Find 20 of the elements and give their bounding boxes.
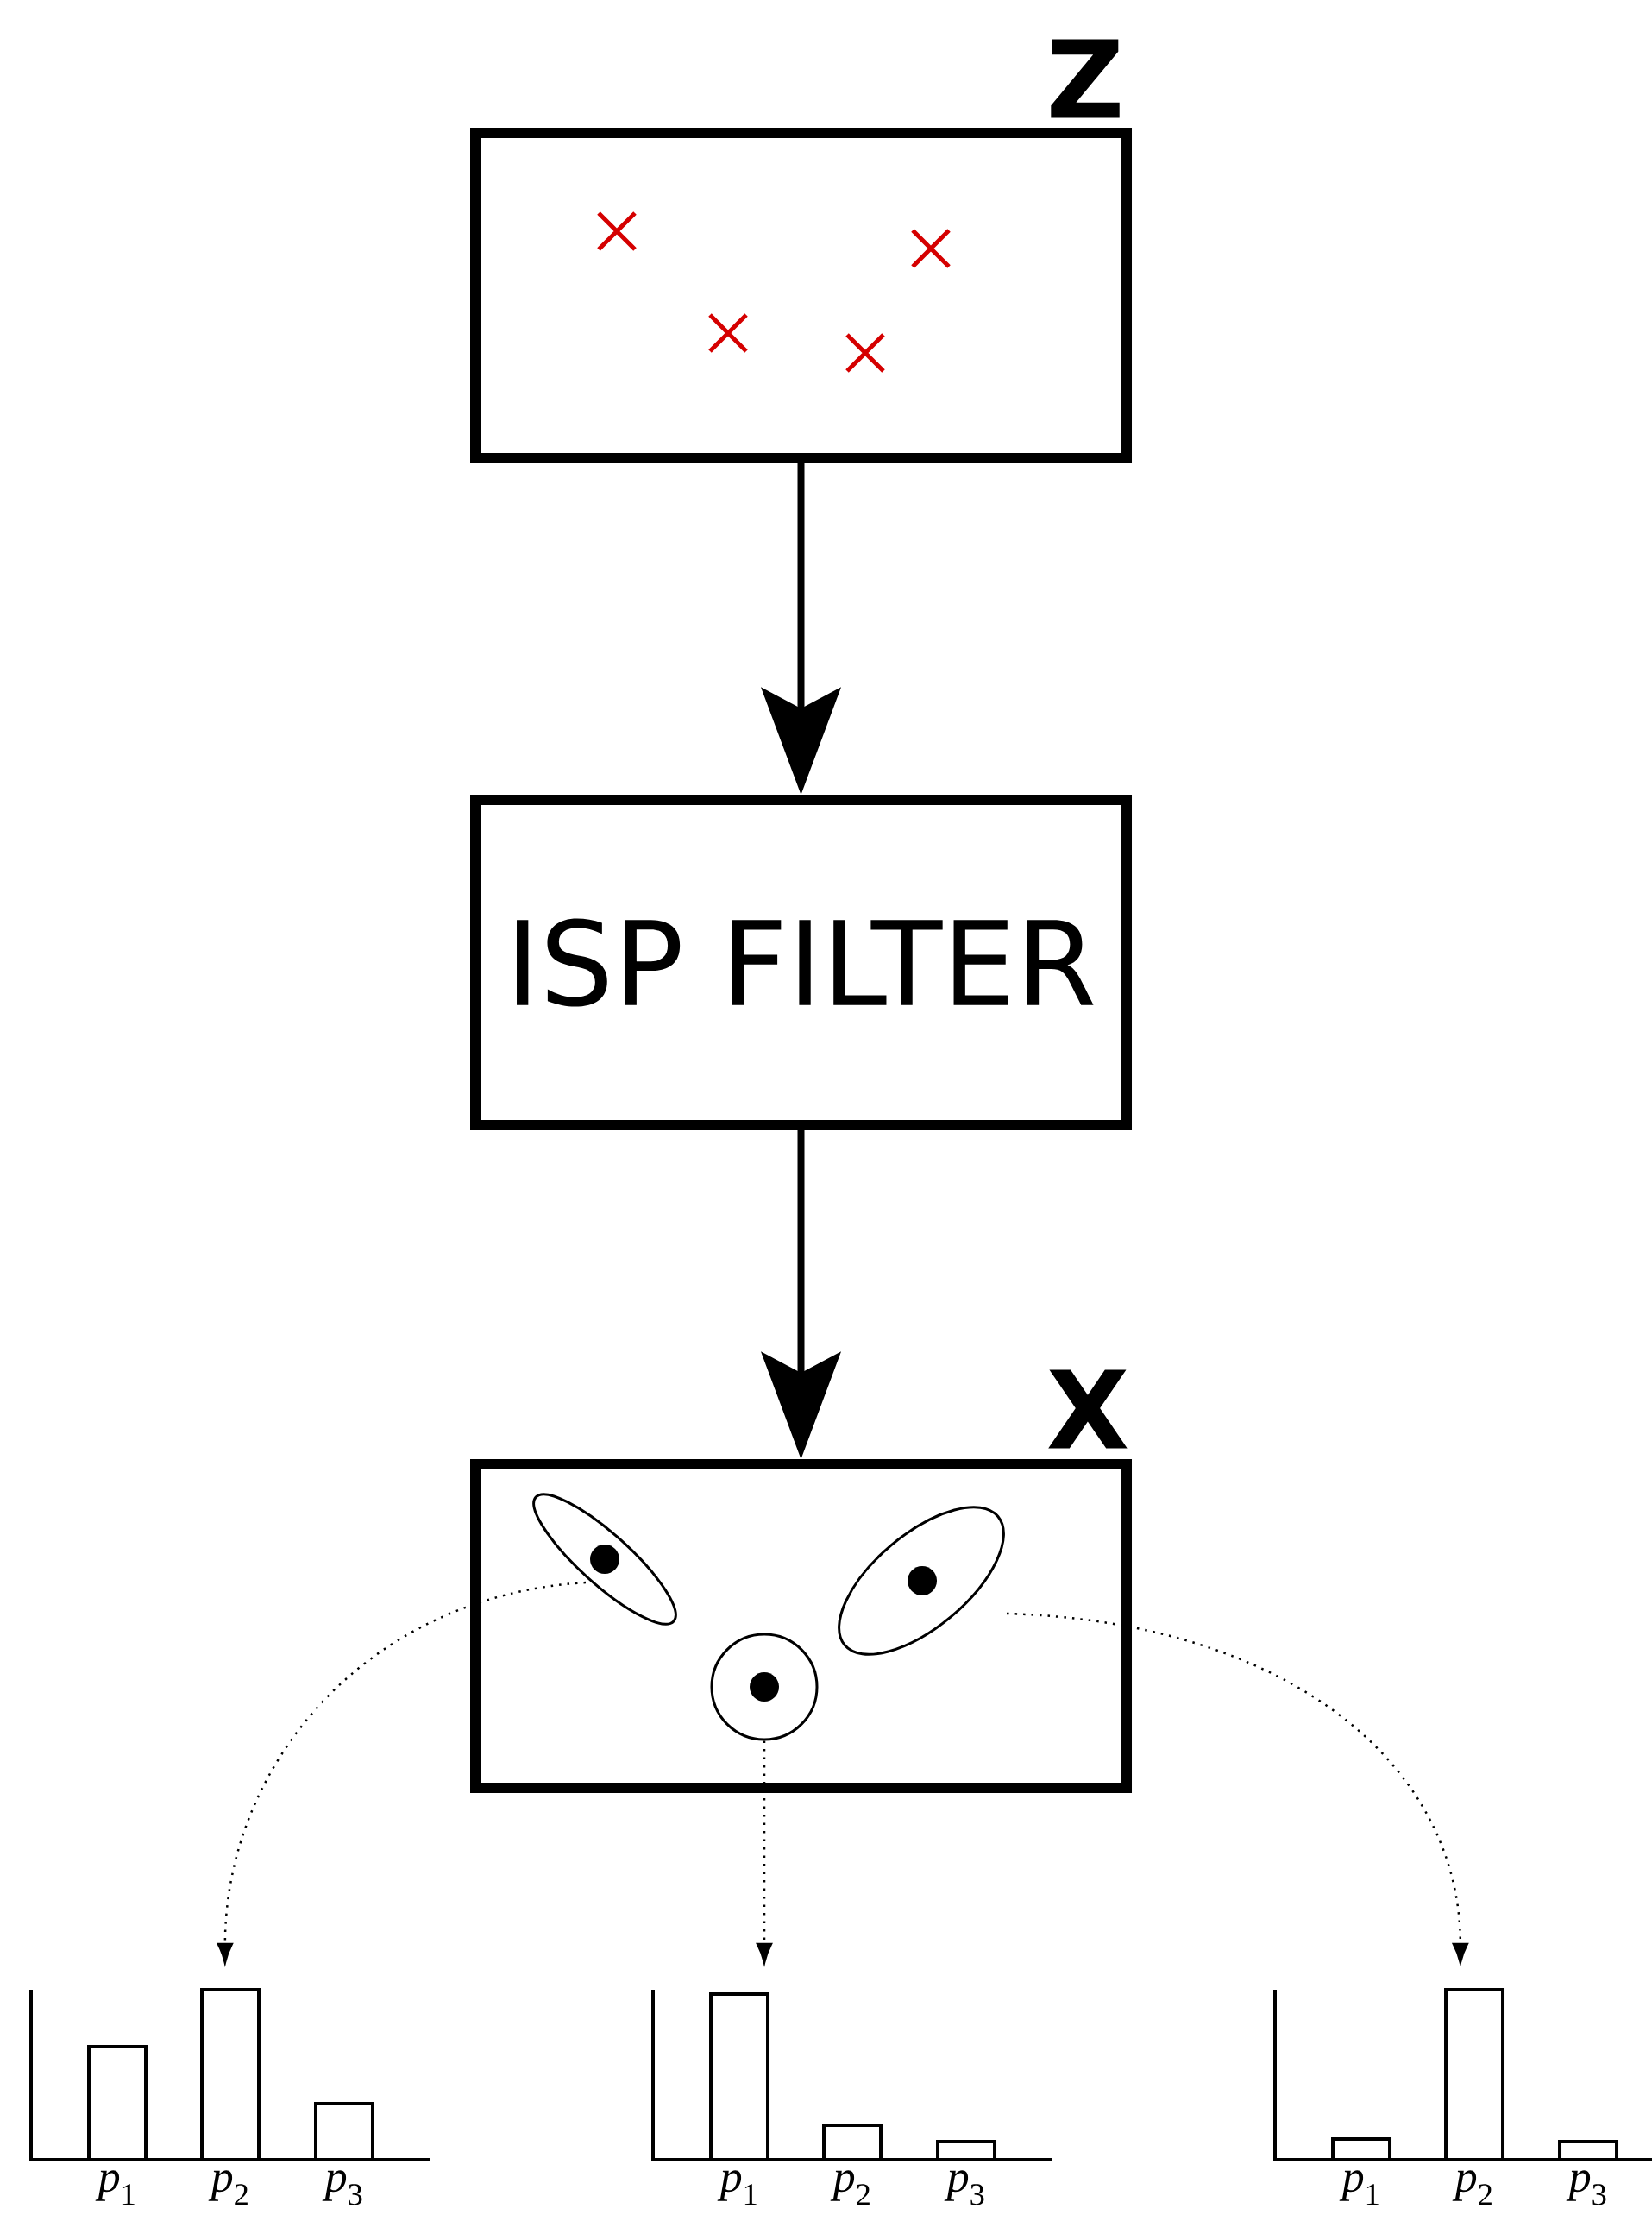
- node-label: p$_{3}$: [1566, 2170, 1606, 2205]
- ellipse-with-dot: [838, 1506, 1005, 1656]
- node-label: p$_{2}$: [1452, 2170, 1492, 2205]
- node-label: p$_{1}$: [1339, 2170, 1379, 2205]
- node-label: p$_{3}$: [944, 2170, 984, 2205]
- process-box: ISP FILTER: [470, 795, 1132, 1130]
- node-label: p$_{2}$: [208, 2170, 248, 2205]
- image-box: Z: [470, 39, 1132, 463]
- node-label: Z: [1051, 39, 1120, 118]
- node-label: p$_{1}$: [717, 2170, 757, 2205]
- node-label: p$_{1}$: [95, 2170, 135, 2205]
- node-label: X: [1048, 1369, 1128, 1449]
- node-label: p$_{3}$: [322, 2170, 362, 2205]
- node-label: p$_{2}$: [830, 2170, 870, 2205]
- circle-with-dot: [710, 1633, 819, 1741]
- image-box: X: [470, 1369, 1132, 1794]
- bar-chart: p$_{1}$ p$_{2}$ p$_{3}$: [651, 1990, 1052, 2205]
- bar-chart: p$_{1}$ p$_{2}$ p$_{3}$: [1273, 1988, 1652, 2205]
- bar-chart: p$_{1}$ p$_{2}$ p$_{3}$: [29, 1988, 430, 2205]
- ellipse-with-dot: [532, 1493, 677, 1626]
